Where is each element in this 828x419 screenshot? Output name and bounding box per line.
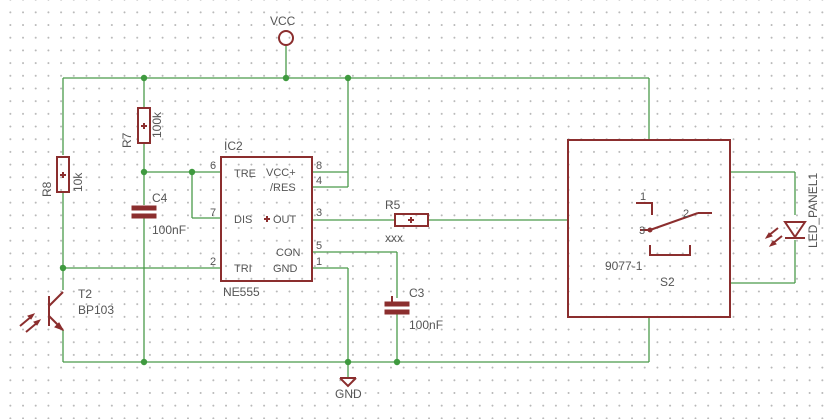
- gnd-symbol[interactable]: GND: [335, 377, 362, 401]
- s2-lever-icon: [649, 212, 699, 231]
- gnd-arrow-icon: [339, 377, 357, 388]
- led-panel[interactable]: LED_PANEL1: [764, 173, 820, 248]
- capacitor-c4[interactable]: C4 100nF: [131, 191, 186, 237]
- ic2-value: NE555: [223, 285, 260, 299]
- pin-number: 3: [316, 207, 322, 219]
- pin-label-res: /RES: [270, 182, 296, 194]
- junction-dot: [344, 74, 352, 82]
- vcc-circle-icon: [278, 30, 294, 46]
- r5-body-icon: [394, 213, 429, 227]
- s2-actuator-icon: [649, 245, 691, 256]
- pin-label-out: OUT: [273, 214, 297, 226]
- s2-name: S2: [660, 275, 675, 289]
- c3-name: C3: [409, 286, 425, 300]
- gnd-label: GND: [335, 387, 362, 401]
- t2-collector-icon: [48, 291, 64, 307]
- t2-emitter-arrow-icon: [54, 322, 65, 331]
- pin-number: 2: [210, 256, 216, 268]
- pin-number: 5: [316, 240, 322, 252]
- pin-label-gnd: GND: [273, 263, 298, 275]
- s2-pin-number: 1: [640, 191, 646, 203]
- ic2-name: IC2: [224, 139, 243, 153]
- junctions: [59, 74, 401, 366]
- junction-dot: [344, 358, 352, 366]
- switch-s2[interactable]: 1 2 3 9077-1 S2: [567, 139, 731, 318]
- capacitor-c3[interactable]: C3 100nF: [384, 286, 443, 332]
- vcc-label: VCC: [270, 14, 296, 28]
- r8-name: R8: [40, 181, 54, 197]
- pin-label-tre: TRE: [234, 168, 256, 180]
- pin-number: 8: [316, 160, 322, 172]
- t2-value: BP103: [78, 303, 114, 317]
- r8-value: 10k: [71, 172, 85, 192]
- resistor-r8[interactable]: R8 10k: [40, 156, 85, 197]
- r7-body-icon: [137, 107, 151, 144]
- s2-pin-number: 2: [683, 208, 689, 220]
- pin-label-tri: TRI: [234, 263, 252, 275]
- junction-dot: [393, 358, 401, 366]
- c4-name: C4: [152, 191, 168, 205]
- junction-dot: [282, 74, 290, 82]
- pin-number: 7: [210, 207, 216, 219]
- r7-name: R7: [120, 132, 134, 148]
- c3-plate-icon: [384, 301, 410, 307]
- light-ray-arrow-icon: [27, 313, 36, 320]
- c4-plate-icon: [131, 213, 157, 219]
- phototransistor-t2[interactable]: T2 BP103: [19, 287, 114, 333]
- pin-number: 1: [316, 256, 322, 268]
- ic2-body-icon: [220, 156, 313, 282]
- led-triangle-icon: [783, 221, 807, 239]
- pin-number: 6: [210, 160, 216, 172]
- s2-pin1-terminal-icon: [636, 202, 653, 215]
- light-ray-arrow-icon: [33, 319, 42, 326]
- led-emit-arrow-icon: [768, 240, 777, 247]
- s2-body-icon: [567, 139, 731, 318]
- s2-value: 9077-1: [605, 259, 643, 273]
- t2-name: T2: [78, 287, 92, 301]
- c4-value: 100nF: [152, 223, 186, 237]
- junction-dot: [59, 264, 67, 272]
- junction-dot: [140, 358, 148, 366]
- pin-label-con: CON: [276, 247, 301, 259]
- junction-dot: [140, 74, 148, 82]
- resistor-r5[interactable]: R5 xxx: [385, 198, 429, 245]
- r8-body-icon: [56, 156, 70, 193]
- c3-value: 100nF: [409, 318, 443, 332]
- pin-label-vcc: VCC+: [266, 167, 296, 179]
- pin-label-dis: DIS: [234, 214, 252, 226]
- r5-name: R5: [385, 198, 401, 212]
- junction-dot: [188, 168, 196, 176]
- r5-value: xxx: [385, 231, 403, 245]
- resistor-r7[interactable]: R7 100k: [120, 107, 164, 148]
- c3-plate-icon: [384, 309, 410, 315]
- r7-value: 100k: [150, 111, 164, 138]
- c4-plate-icon: [131, 205, 157, 211]
- led-name: LED_PANEL1: [806, 173, 820, 248]
- s2-pin-number: 3: [639, 225, 645, 237]
- junction-dot: [140, 168, 148, 176]
- led-emit-arrow-icon: [764, 232, 773, 239]
- pin-number: 4: [316, 175, 322, 187]
- ic2-ne555[interactable]: IC2 NE555 TRE DIS TRI VCC+ /RES OUT CON …: [210, 139, 322, 299]
- vcc-symbol[interactable]: VCC: [270, 14, 296, 46]
